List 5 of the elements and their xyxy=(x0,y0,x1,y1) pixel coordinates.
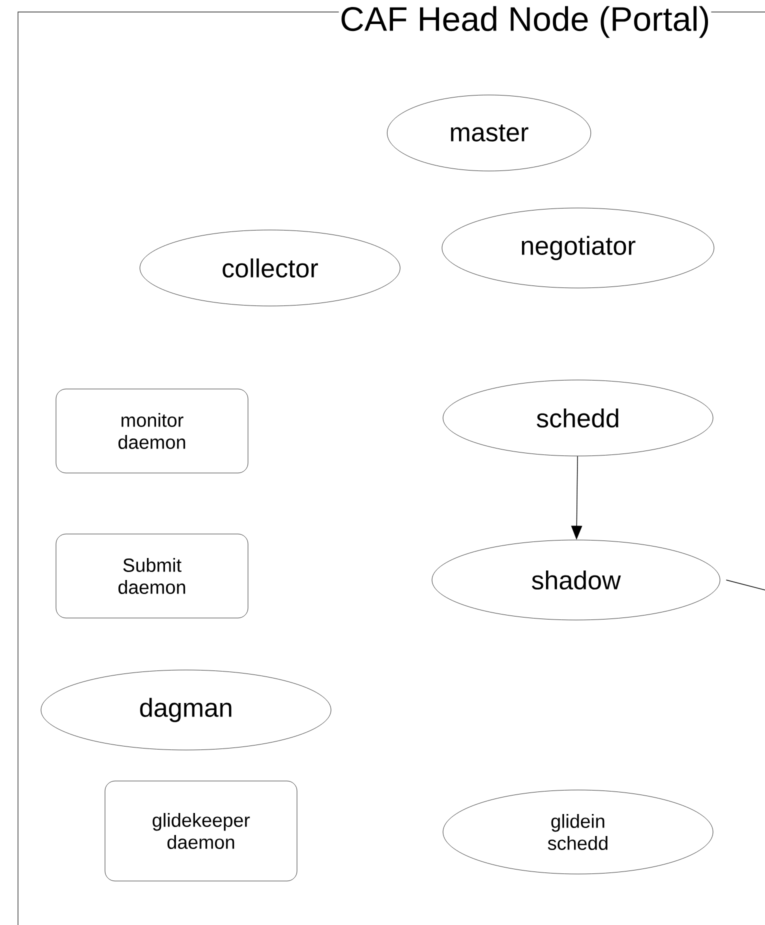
process-box: glidekeeper daemon xyxy=(104,780,298,882)
frame-title: CAF Head Node (Portal) xyxy=(338,5,712,39)
process-box: monitor daemon xyxy=(56,388,248,474)
process-box: Submit daemon xyxy=(56,534,248,618)
connector-line xyxy=(726,580,765,590)
